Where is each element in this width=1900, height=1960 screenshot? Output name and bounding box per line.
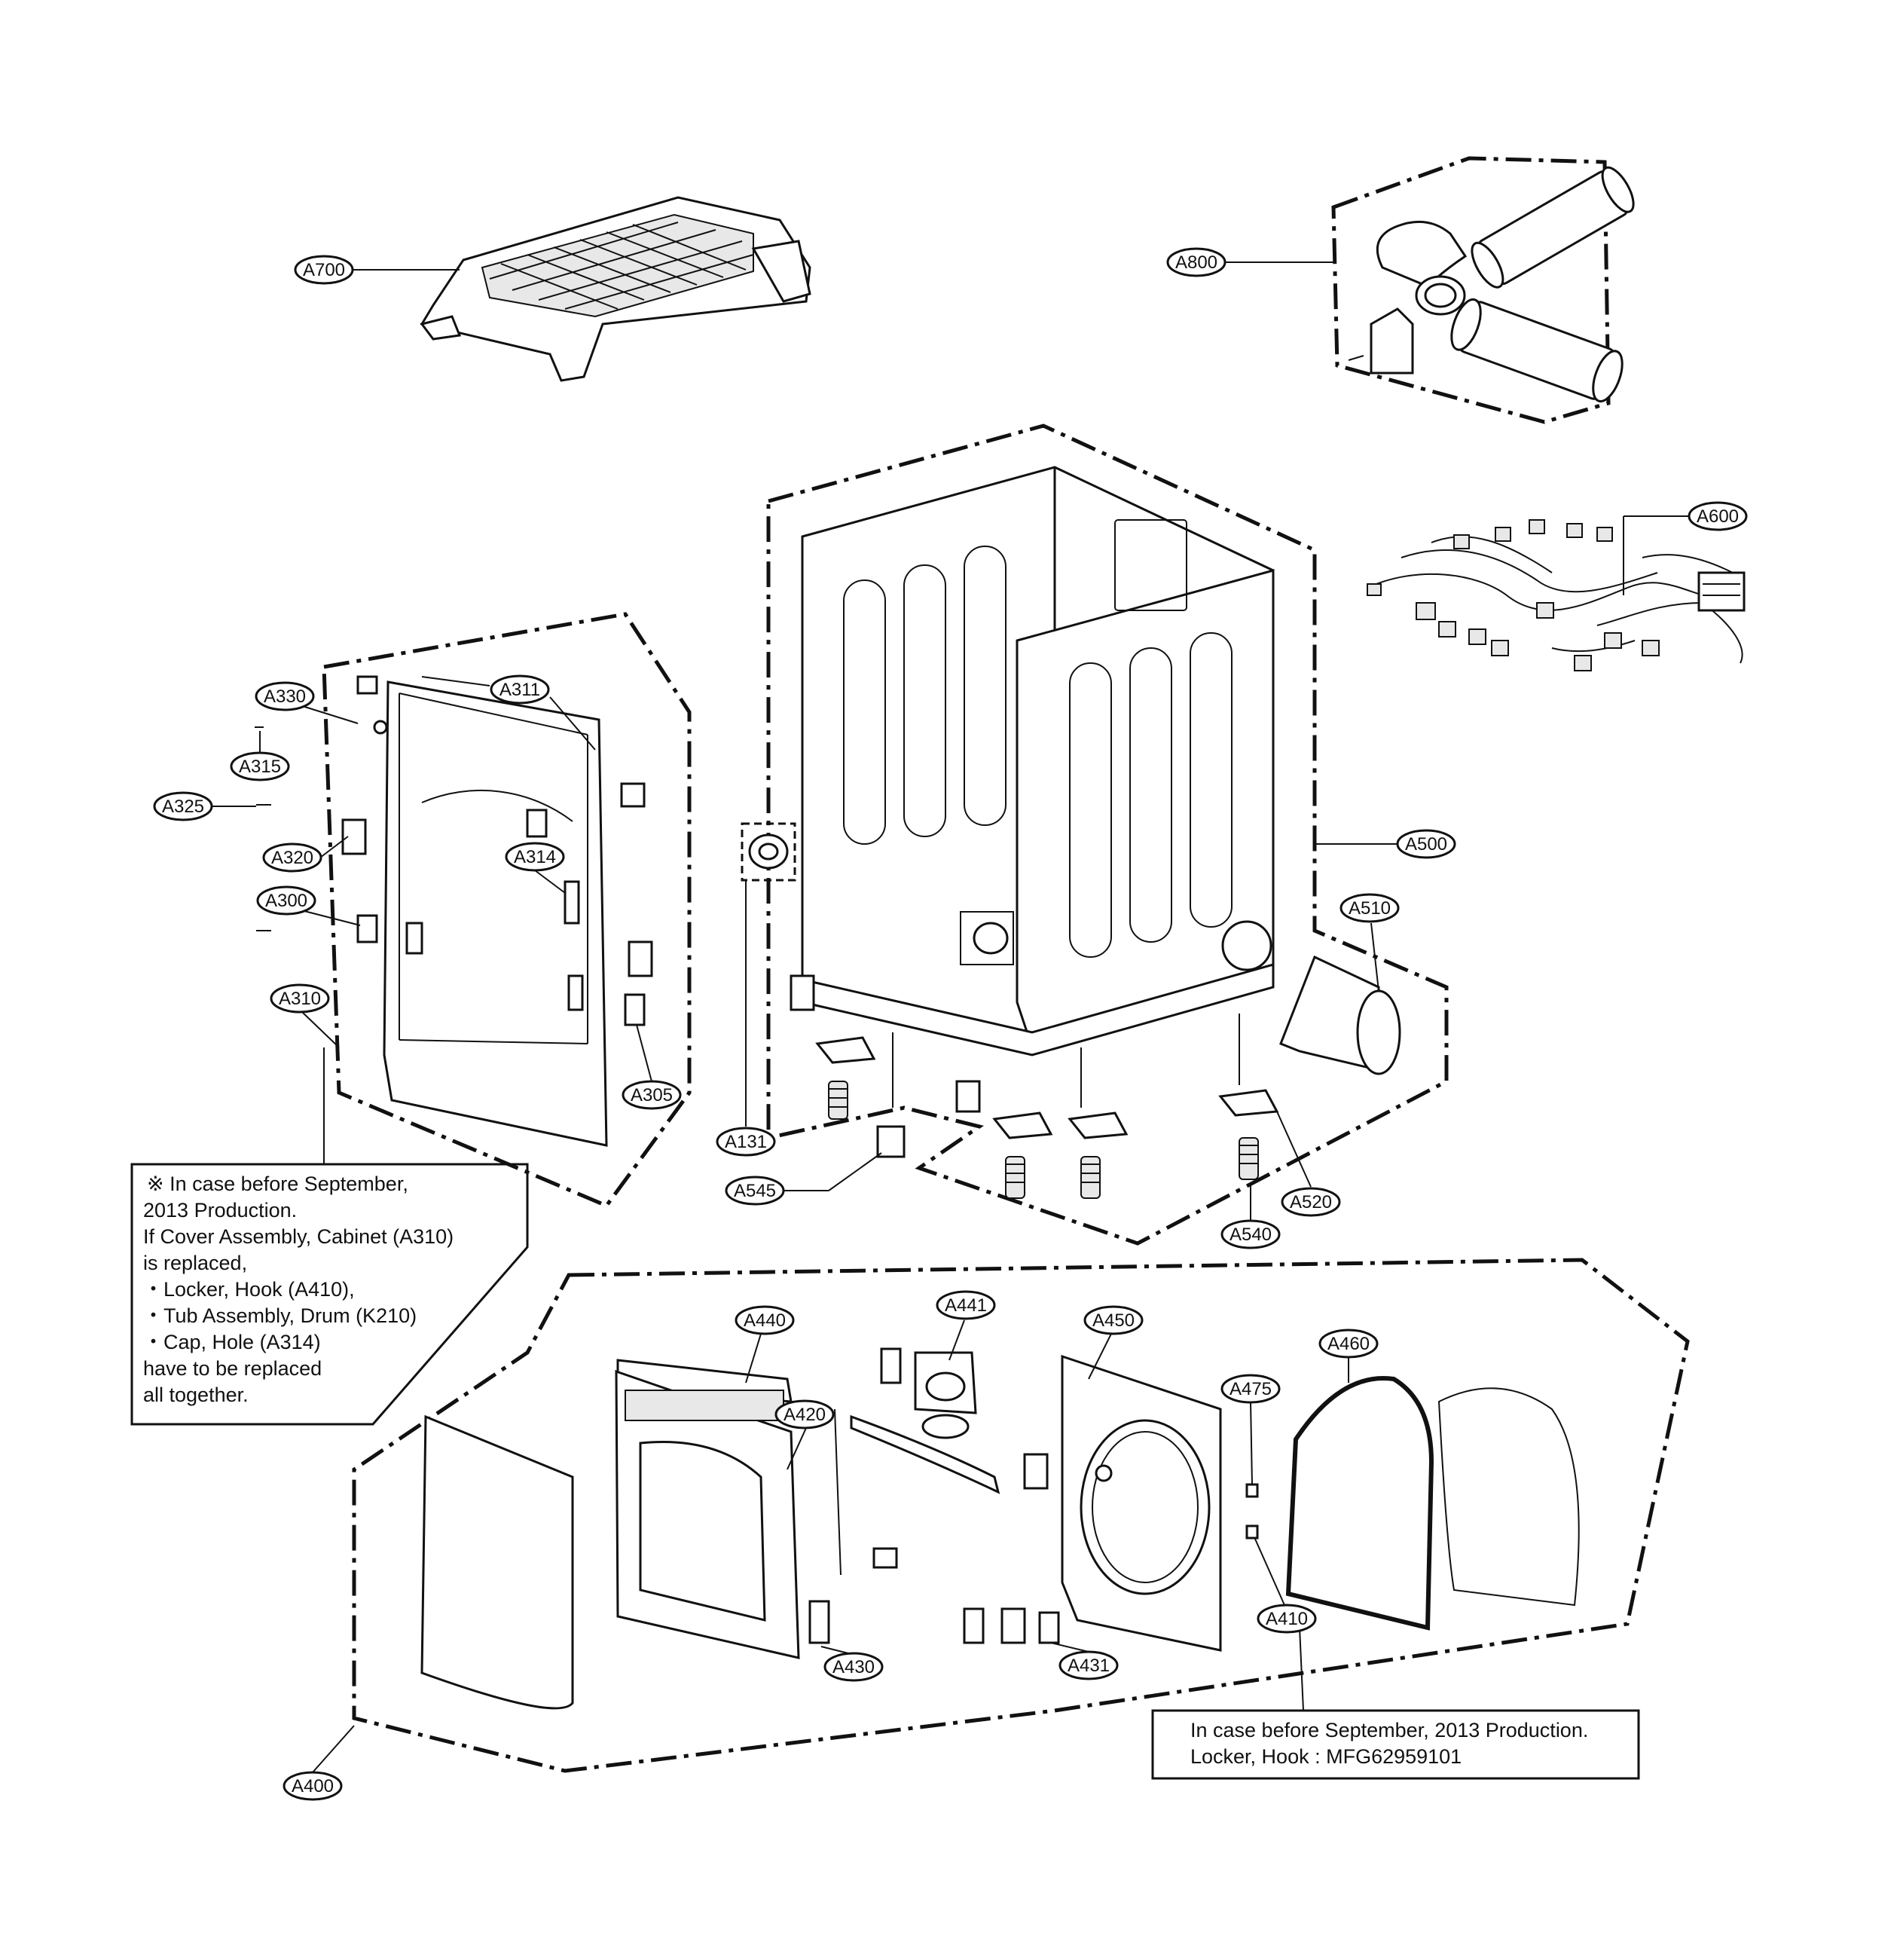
note-left-line-4: is replaced,: [143, 1252, 247, 1274]
callout-A510: A510: [1339, 893, 1400, 992]
callout-A131: A131: [716, 880, 776, 1157]
note-left-line-6: ・Tub Assembly, Drum (K210): [143, 1304, 417, 1327]
callout-label-A510: A510: [1349, 898, 1391, 919]
front-cover-part: [255, 675, 653, 1147]
callout-A600: A600: [1623, 501, 1748, 595]
callout-label-A800: A800: [1175, 252, 1217, 273]
callout-A400: A400: [283, 1725, 355, 1801]
callout-A540: A540: [1220, 1183, 1281, 1249]
note-left-box: [130, 1047, 529, 1426]
note-left-text: ※ In case before September, 2013 Product…: [143, 1173, 460, 1406]
callout-A305: A305: [622, 1024, 682, 1110]
callout-A431: A431: [1050, 1642, 1119, 1680]
callout-label-A330: A330: [264, 686, 306, 707]
bearing-part: [741, 822, 796, 882]
note-left-line-1: ※ In case before September,: [147, 1173, 408, 1195]
callout-label-A540: A540: [1230, 1225, 1272, 1245]
callout-label-A430: A430: [832, 1657, 875, 1677]
callout-label-A600: A600: [1697, 506, 1739, 527]
leg-assemblies: [790, 974, 1279, 1199]
note-right-line-2: Locker, Hook : MFG62959101: [1190, 1745, 1462, 1768]
callout-A475: A475: [1220, 1374, 1281, 1485]
callout-label-A460: A460: [1327, 1334, 1370, 1354]
callout-label-A700: A700: [303, 260, 345, 280]
callout-label-A440: A440: [744, 1310, 786, 1331]
callout-A311: A311: [421, 674, 596, 751]
note-right-box: [1151, 1627, 1640, 1780]
callout-label-A325: A325: [162, 797, 204, 817]
callout-label-A441: A441: [945, 1295, 987, 1316]
callout-label-A431: A431: [1068, 1656, 1110, 1676]
door-assembly-part: [420, 1347, 1580, 1710]
group-outline-a500: [766, 423, 1449, 1246]
callout-A450: A450: [1083, 1305, 1144, 1380]
callout-A300: A300: [256, 885, 361, 926]
callout-A800: A800: [1166, 247, 1333, 277]
callout-A520: A520: [1276, 1111, 1341, 1217]
callout-label-A310: A310: [279, 989, 321, 1009]
note-left-line-9: all together.: [143, 1384, 249, 1406]
note-left-line-8: have to be replaced: [143, 1357, 322, 1380]
callout-A441: A441: [936, 1290, 996, 1361]
callout-A430: A430: [820, 1646, 884, 1682]
note-left-line-2: 2013 Production.: [143, 1199, 297, 1222]
drying-rack-part: [420, 196, 811, 382]
callout-A545: A545: [725, 1152, 882, 1206]
callout-label-A410: A410: [1266, 1609, 1308, 1629]
group-outline-a800: [1331, 156, 1611, 424]
note-left-line-3: If Cover Assembly, Cabinet (A310): [143, 1225, 454, 1248]
exhaust-tube-part: [1279, 955, 1401, 1075]
callout-A420: A420: [774, 1399, 835, 1470]
callout-label-A315: A315: [239, 757, 281, 777]
callout-A500: A500: [1315, 829, 1456, 859]
callout-A440: A440: [735, 1305, 795, 1384]
callout-label-A500: A500: [1405, 834, 1447, 855]
group-outline-a310: [322, 612, 692, 1209]
wire-harness-part: [1367, 519, 1746, 671]
callout-label-A320: A320: [271, 848, 313, 868]
callout-label-A545: A545: [734, 1181, 776, 1201]
note-right-line-1: In case before September, 2013 Productio…: [1190, 1719, 1588, 1741]
callout-A325: A325: [153, 791, 256, 821]
cabinet-part: [801, 466, 1275, 1056]
callout-A700: A700: [294, 255, 460, 285]
callout-A460: A460: [1318, 1329, 1379, 1383]
note-right-text: In case before September, 2013 Productio…: [1190, 1719, 1594, 1768]
callout-label-A300: A300: [265, 891, 307, 911]
callout-label-A475: A475: [1230, 1379, 1272, 1399]
exhaust-duct-kit-part: [1348, 166, 1635, 403]
callout-label-A520: A520: [1290, 1192, 1332, 1212]
callout-label-A314: A314: [514, 847, 556, 867]
callout-label-A400: A400: [292, 1776, 334, 1796]
callout-label-A305: A305: [631, 1085, 673, 1105]
callout-label-A311: A311: [499, 680, 540, 700]
callout-label-A450: A450: [1092, 1310, 1135, 1331]
note-left-line-7: ・Cap, Hole (A314): [143, 1331, 321, 1353]
callout-A315: A315: [230, 731, 290, 781]
note-left-line-5: ・Locker, Hook (A410),: [143, 1278, 355, 1301]
callout-A410: A410: [1254, 1537, 1317, 1634]
callout-label-A131: A131: [725, 1132, 767, 1152]
callout-label-A420: A420: [784, 1405, 826, 1425]
callout-A310: A310: [270, 983, 340, 1048]
callout-A320: A320: [262, 836, 349, 873]
group-outline-a400: [352, 1258, 1690, 1773]
callout-A330: A330: [255, 681, 359, 724]
callout-A314: A314: [505, 842, 566, 894]
